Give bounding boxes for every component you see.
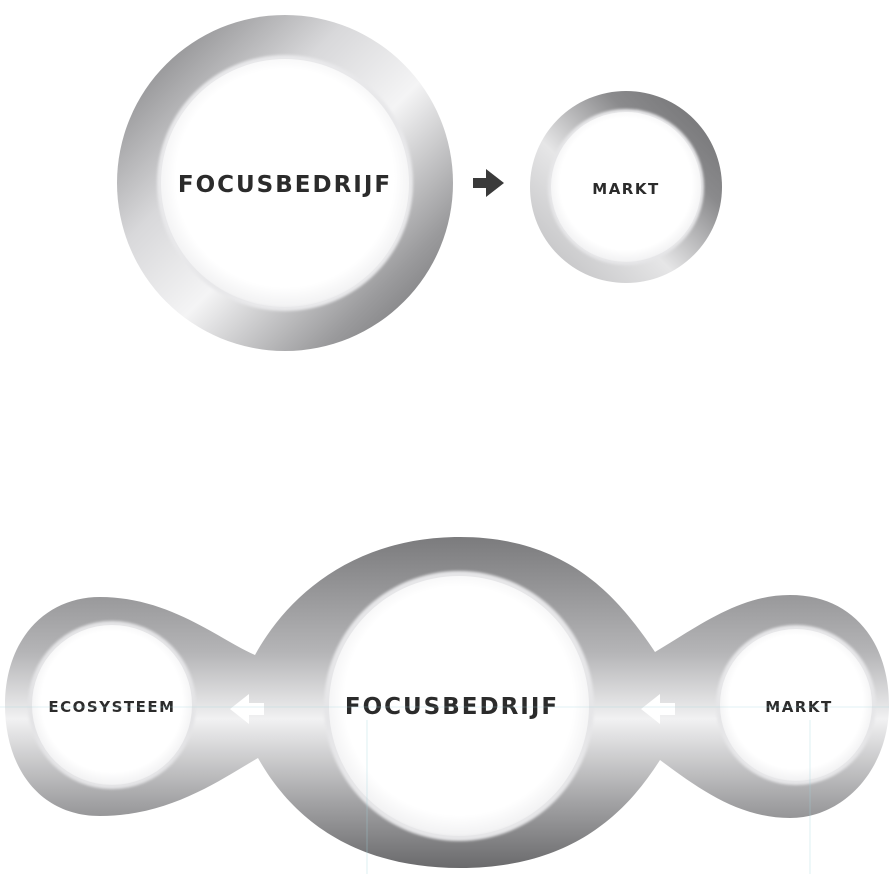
top-focus-inner [161, 59, 409, 307]
bottom-markt-node: MARKT [716, 625, 876, 785]
bottom-markt-inner [720, 629, 872, 781]
top-markt-inner [551, 112, 701, 262]
guide-lines [0, 706, 889, 874]
top-markt-label: MARKT [592, 180, 659, 198]
arrow-right-icon [473, 169, 504, 197]
top-diagram: FOCUSBEDRIJF MARKT [117, 15, 722, 351]
top-arrow [473, 169, 504, 197]
bottom-focus-node: FOCUSBEDRIJF [324, 571, 594, 841]
arrow-left-icon [641, 694, 675, 724]
ecosysteem-inner [32, 625, 192, 785]
bottom-focus-inner [329, 576, 589, 836]
top-markt-node: MARKT [530, 91, 722, 283]
bottom-ecosysteem-node: ECOSYSTEEM [28, 621, 196, 789]
bottom-diagram: ECOSYSTEEM FOCUSBEDRIJF MARKT [0, 537, 889, 874]
arrow-left-icon [230, 694, 264, 724]
top-focus-label: FOCUSBEDRIJF [178, 172, 392, 198]
top-focus-node: FOCUSBEDRIJF [117, 15, 453, 351]
